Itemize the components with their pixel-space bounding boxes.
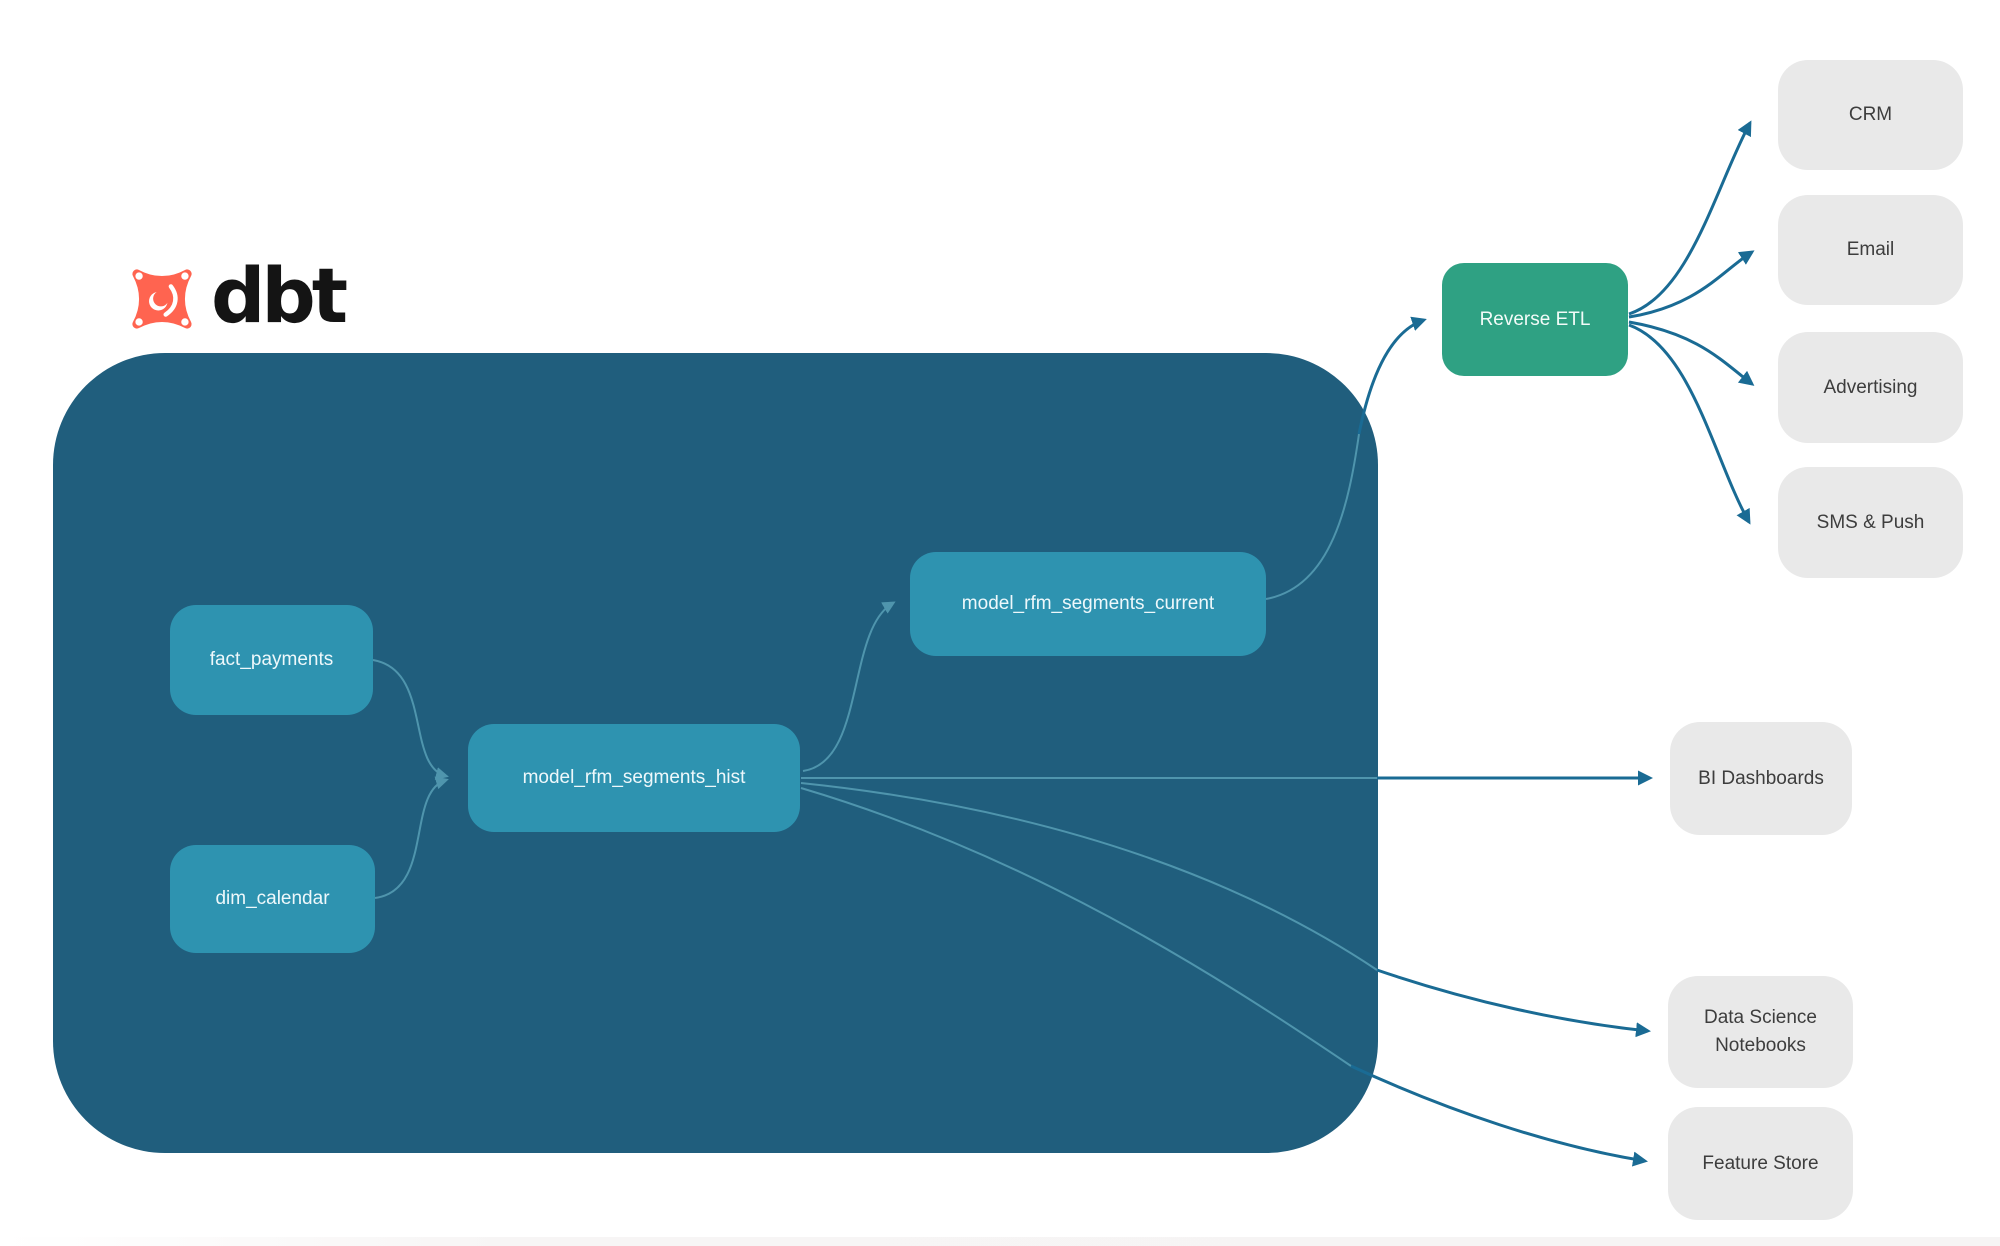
node-crm: CRM (1778, 60, 1963, 170)
node-email: Email (1778, 195, 1963, 305)
bottom-edge-artifact (0, 1237, 2000, 1246)
node-label: Reverse ETL (1479, 308, 1591, 330)
node-fact-payments: fact_payments (170, 605, 373, 715)
edge-hist-to-data-science (1376, 968, 1651, 1038)
node-label: Feature Store (1702, 1152, 1819, 1174)
edge-reverse-etl-to-advertising (1628, 320, 1755, 386)
dbt-wordmark: dbt (211, 251, 348, 340)
dbt-logo-icon (132, 269, 192, 329)
node-advertising: Advertising (1778, 332, 1963, 443)
node-model-rfm-segments-hist: model_rfm_segments_hist (468, 724, 800, 832)
node-label: model_rfm_segments_current (961, 593, 1215, 615)
node-bi-dashboards: BI Dashboards (1670, 722, 1852, 835)
node-label: CRM (1848, 104, 1893, 126)
node-model-rfm-segments-current: model_rfm_segments_current (910, 552, 1266, 656)
node-label: Email (1846, 239, 1895, 261)
node-label: BI Dashboards (1698, 767, 1824, 789)
node-sms-push: SMS & Push (1778, 467, 1963, 578)
dbt-logo: dbt (125, 251, 348, 345)
node-label: SMS & Push (1816, 511, 1925, 533)
edge-current-to-reverse-etl (1357, 316, 1427, 435)
node-label: Advertising (1823, 376, 1918, 398)
node-label: dim_calendar (215, 888, 330, 910)
node-label: Data Science Notebooks (1703, 1007, 1817, 1056)
edge-reverse-etl-to-email (1628, 250, 1755, 319)
node-reverse-etl: Reverse ETL (1442, 263, 1628, 376)
node-dim-calendar: dim_calendar (170, 845, 375, 953)
node-label: model_rfm_segments_hist (522, 767, 746, 789)
node-label: fact_payments (209, 649, 334, 671)
edge-hist-to-feature-store (1350, 1064, 1648, 1167)
edge-reverse-etl-to-crm (1628, 120, 1752, 316)
edge-reverse-etl-to-sms-push (1628, 323, 1751, 525)
node-feature-store: Feature Store (1668, 1107, 1853, 1220)
node-data-science-notebooks: Data Science Notebooks (1668, 976, 1853, 1088)
